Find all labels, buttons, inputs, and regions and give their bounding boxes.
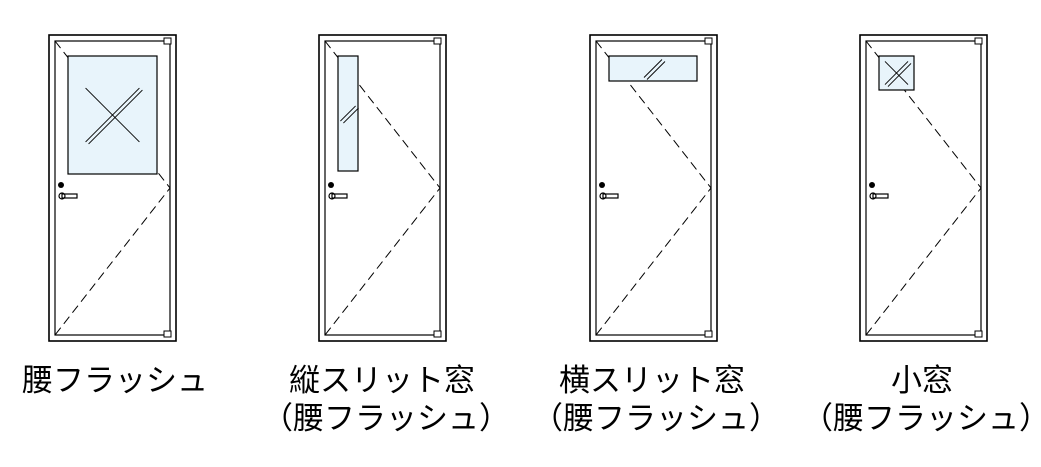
glass-reflection-line xyxy=(884,61,909,85)
door-frame-outer xyxy=(859,34,988,342)
glass-reflection-line xyxy=(643,59,663,78)
caption-door-3-line-1: 横スリット窓 xyxy=(559,363,745,399)
caption-door-2-line-1: 縦スリット窓 xyxy=(289,363,475,399)
caption-door-1-line-1: 腰フラッシュ xyxy=(22,363,208,399)
glass-reflection-line xyxy=(646,61,666,80)
door-frame-outer xyxy=(318,34,447,342)
caption-door-2-line-2: （腰フラッシュ） xyxy=(262,401,510,437)
hinge-top xyxy=(704,37,713,45)
hinge-top xyxy=(163,37,172,45)
hinge-bottom xyxy=(163,330,172,338)
glass-reflection-line xyxy=(343,107,359,124)
glass-reflection-line xyxy=(85,87,140,143)
caption-door-3-line-2: （腰フラッシュ） xyxy=(532,401,780,437)
caption-door-4: 小窓 （腰フラッシュ） xyxy=(802,362,1041,438)
handle-rose xyxy=(58,192,66,200)
door-leaf xyxy=(595,40,712,336)
hinge-bottom xyxy=(433,330,442,338)
lock-cylinder xyxy=(599,182,605,188)
handle-rose xyxy=(599,192,607,200)
glass-reflection-line xyxy=(88,89,143,145)
door-2 xyxy=(318,34,447,342)
handle-rose xyxy=(869,192,877,200)
swing-lines xyxy=(324,40,441,336)
lever-handle xyxy=(331,193,348,199)
door-4 xyxy=(859,34,988,342)
hinge-top xyxy=(433,37,442,45)
swing-lines xyxy=(595,40,712,336)
glass-reflection-line xyxy=(887,63,912,87)
caption-door-2: 縦スリット窓 （腰フラッシュ） xyxy=(262,362,510,438)
lock-cylinder xyxy=(869,182,875,188)
caption-door-3: 横スリット窓 （腰フラッシュ） xyxy=(532,362,780,438)
lever-handle xyxy=(872,193,889,199)
lock-cylinder xyxy=(328,182,334,188)
door-1 xyxy=(48,34,177,342)
door-3 xyxy=(589,34,718,342)
lever-handle xyxy=(61,193,78,199)
hinge-bottom xyxy=(704,330,713,338)
handle-rose xyxy=(328,192,336,200)
caption-door-1: 腰フラッシュ xyxy=(20,362,210,400)
hinge-top xyxy=(974,37,983,45)
hinge-bottom xyxy=(974,330,983,338)
glass-reflection-line xyxy=(340,105,356,122)
caption-door-4-line-2: （腰フラッシュ） xyxy=(802,401,1041,437)
lock-cylinder xyxy=(58,182,64,188)
door-frame-outer xyxy=(48,34,177,342)
lever-handle xyxy=(602,193,619,199)
caption-door-4-line-1: 小窓 xyxy=(891,363,953,399)
door-frame-outer xyxy=(589,34,718,342)
